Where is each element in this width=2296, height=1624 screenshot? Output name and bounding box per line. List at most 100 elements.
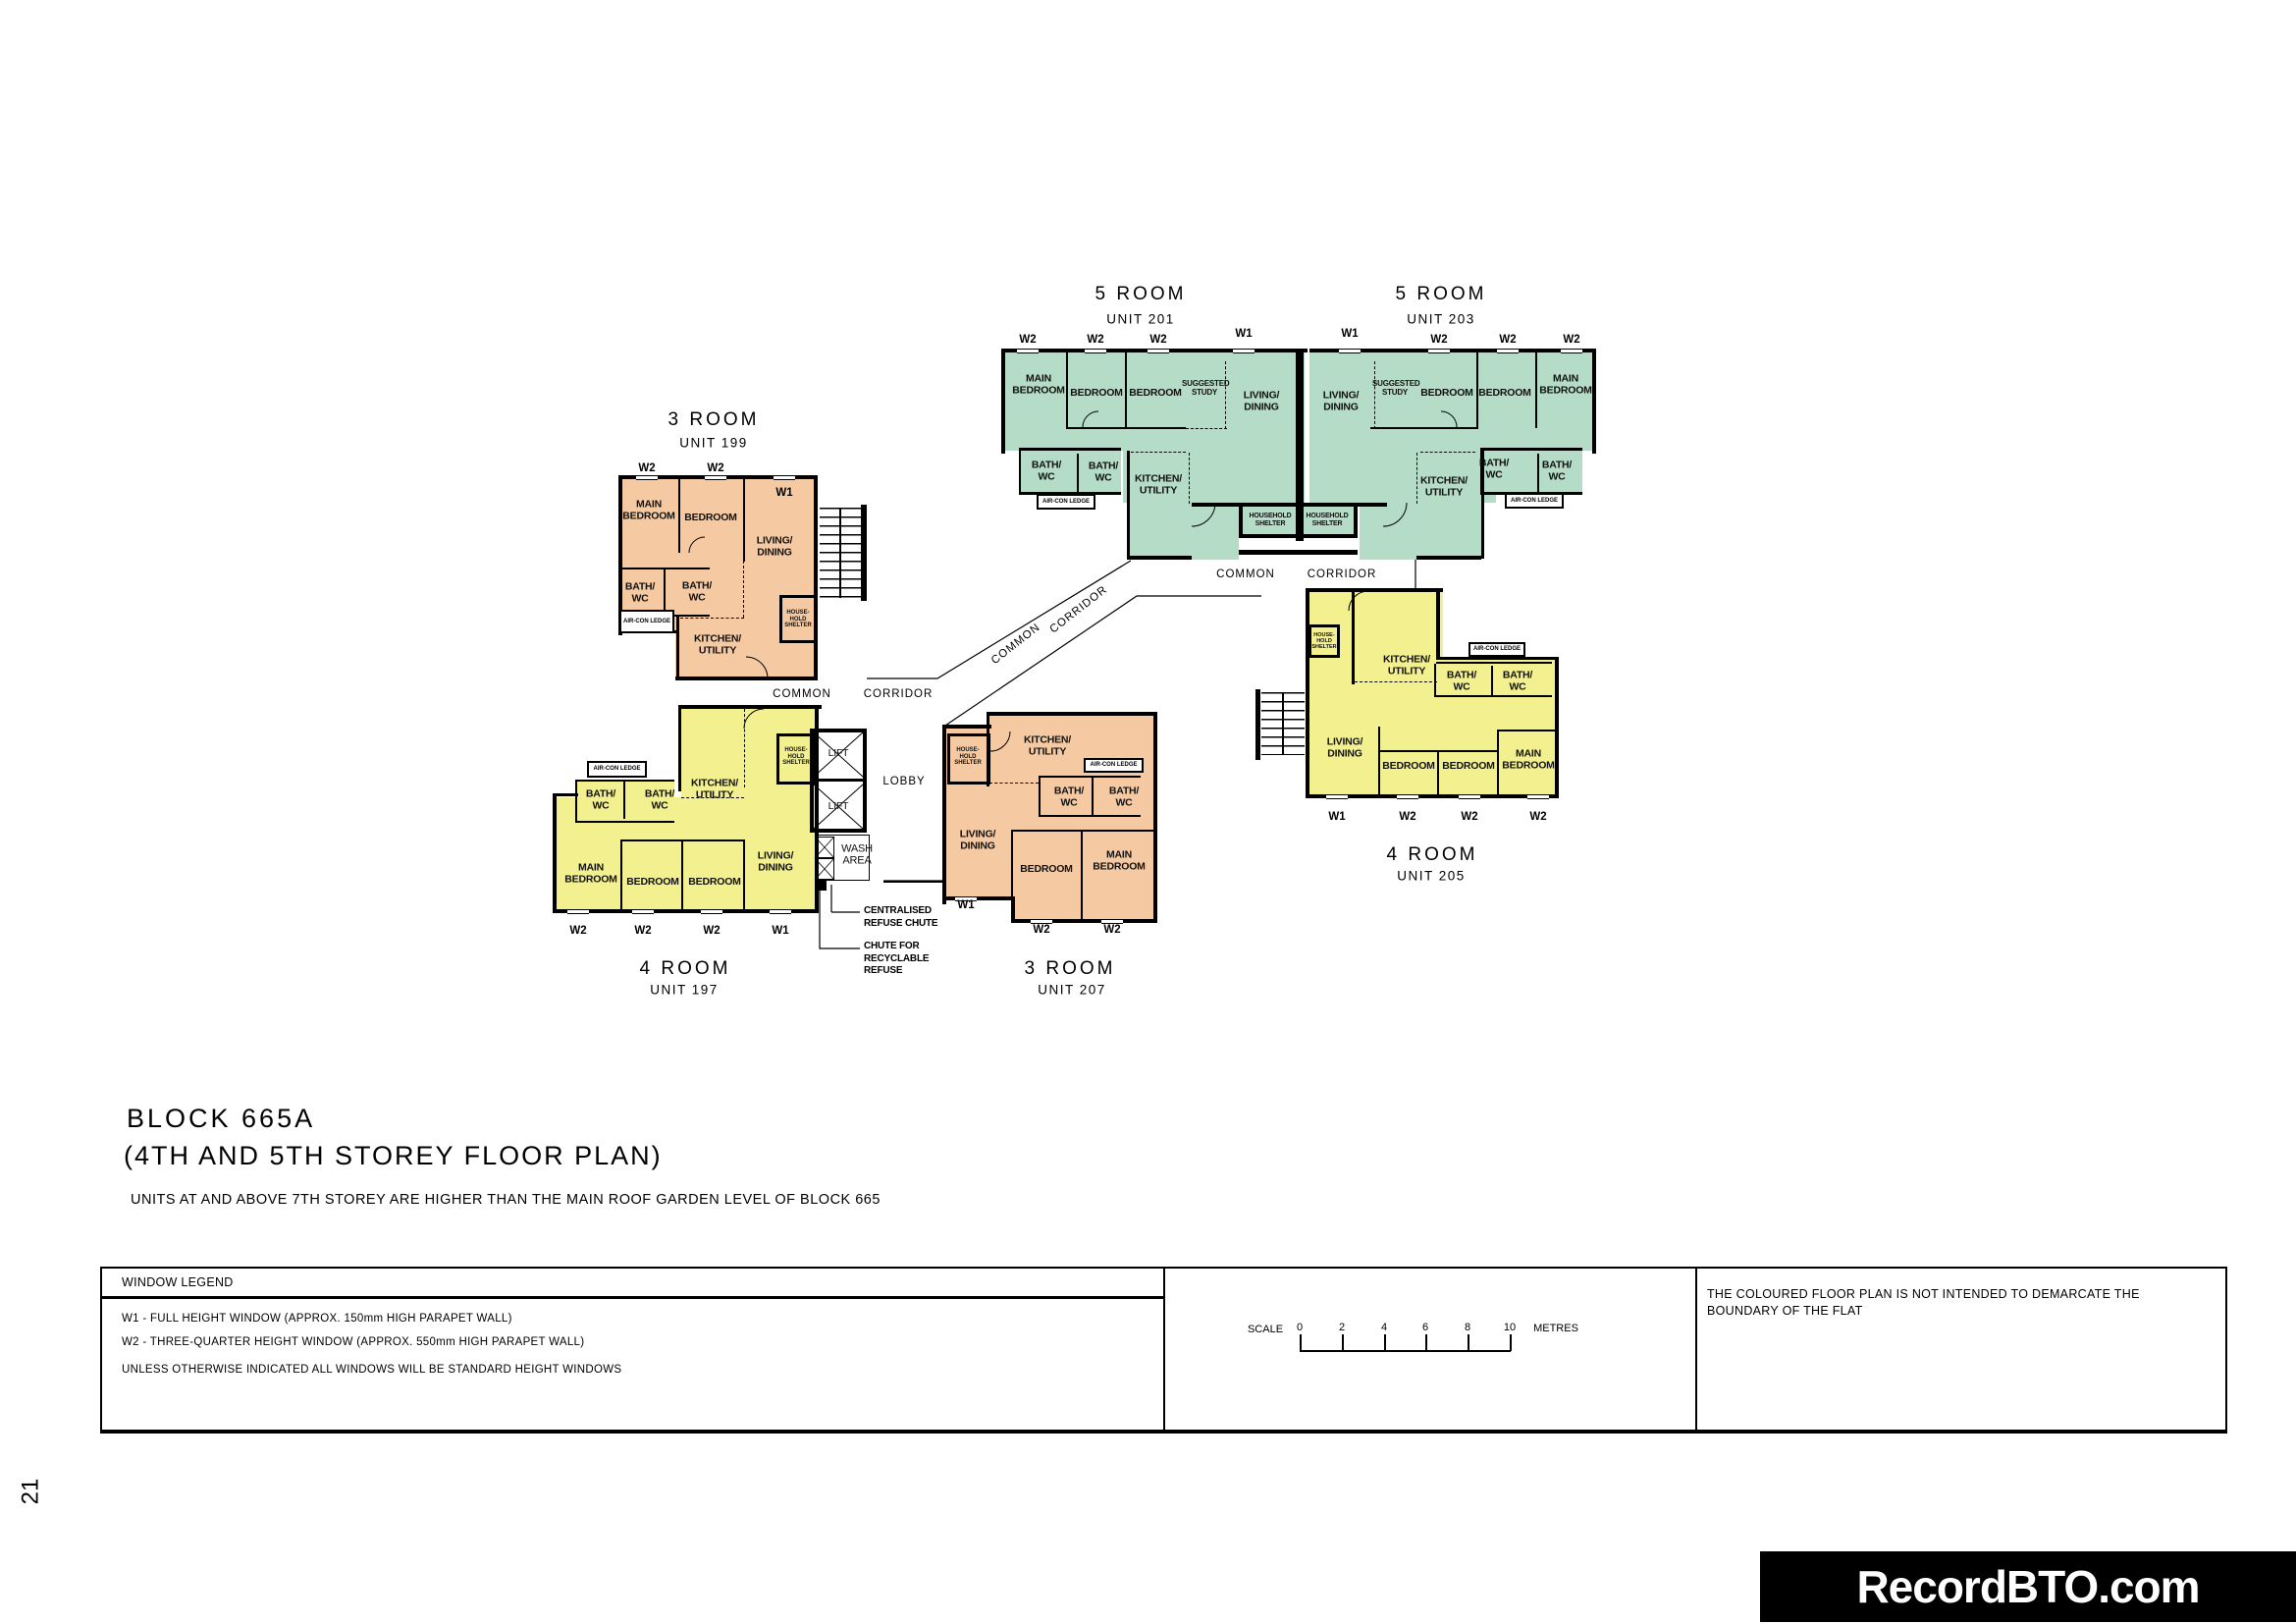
wall-segment bbox=[1125, 352, 1127, 428]
wall-segment bbox=[861, 505, 867, 601]
room-label: BEDROOM bbox=[626, 876, 679, 889]
room-label: KITCHEN/ UTILITY bbox=[1135, 472, 1182, 496]
wall-segment bbox=[1434, 664, 1436, 697]
wall-segment bbox=[1039, 815, 1141, 817]
wall-segment bbox=[1352, 591, 1355, 684]
window-tag: W2 bbox=[1563, 334, 1580, 346]
window-tag: W2 bbox=[703, 925, 721, 937]
room-label: BEDROOM bbox=[1420, 387, 1473, 400]
scale-tick-label: 10 bbox=[1503, 1322, 1517, 1333]
corridor-label: CORRIDOR bbox=[863, 688, 934, 700]
window-tag: W2 bbox=[1529, 811, 1547, 823]
room-label: BEDROOM bbox=[1129, 387, 1182, 400]
window-tag: W2 bbox=[1399, 811, 1416, 823]
unit-subtitle: UNIT 201 bbox=[1106, 311, 1175, 327]
wall-segment bbox=[675, 677, 818, 680]
unit-subtitle: UNIT 197 bbox=[650, 982, 719, 998]
window-tag: W2 bbox=[1149, 334, 1167, 346]
room-label: BEDROOM bbox=[684, 512, 737, 524]
room-label: SUGGESTED STUDY bbox=[1182, 379, 1230, 397]
wall-segment bbox=[1535, 352, 1537, 428]
room-label: BEDROOM bbox=[688, 876, 741, 889]
wall-segment bbox=[553, 793, 578, 796]
wall-segment bbox=[1127, 556, 1192, 560]
window-tag: W2 bbox=[1103, 924, 1121, 936]
wall-segment bbox=[1066, 352, 1068, 428]
wall-segment bbox=[1436, 657, 1559, 660]
wall-segment bbox=[1306, 588, 1309, 798]
lift-label: LIFT bbox=[828, 747, 849, 760]
legend-note: UNLESS OTHERWISE INDICATED ALL WINDOWS W… bbox=[122, 1364, 622, 1376]
window-marker bbox=[636, 475, 658, 480]
annotation-centralised-chute: CENTRALISED REFUSE CHUTE bbox=[864, 905, 938, 929]
dashed-wall bbox=[1355, 681, 1437, 682]
room-label: KITCHEN/ UTILITY bbox=[691, 777, 738, 800]
wash-area-label: WASH AREA bbox=[841, 842, 873, 867]
wall-segment bbox=[623, 782, 625, 819]
window-marker bbox=[1031, 919, 1052, 924]
window-tag: W2 bbox=[1430, 334, 1448, 346]
wall-segment bbox=[942, 729, 946, 904]
wall-segment bbox=[618, 475, 622, 635]
unit-subtitle: UNIT 199 bbox=[679, 435, 748, 451]
wall-segment bbox=[1092, 778, 1094, 815]
room-label: KITCHEN/ UTILITY bbox=[1383, 653, 1430, 677]
aircon-ledge: AIR-CON LEDGE bbox=[619, 610, 674, 633]
room-label: HOUSEHOLD SHELTER bbox=[1306, 513, 1349, 527]
disclaimer-line: BOUNDARY OF THE FLAT bbox=[1707, 1304, 1863, 1318]
wall-segment bbox=[1001, 349, 1005, 454]
room-label: MAIN BEDROOM bbox=[622, 498, 675, 521]
wall-segment bbox=[814, 475, 818, 680]
scale-tick-label: 4 bbox=[1380, 1322, 1388, 1333]
window-marker bbox=[1085, 349, 1106, 353]
room-label: MAIN BEDROOM bbox=[1012, 372, 1065, 396]
wall-segment bbox=[1077, 454, 1079, 493]
room-label: BATH/ WC bbox=[1541, 459, 1573, 482]
wall-segment bbox=[575, 821, 674, 823]
aircon-ledge-label: AIR-CON LEDGE bbox=[593, 766, 641, 773]
room-label: MAIN BEDROOM bbox=[1539, 372, 1592, 396]
wall-segment bbox=[743, 839, 745, 909]
window-marker bbox=[1339, 349, 1361, 353]
room-label: BATH/ WC bbox=[1478, 457, 1510, 480]
scale-tick bbox=[1300, 1334, 1302, 1351]
aircon-ledge-label: AIR-CON LEDGE bbox=[1473, 646, 1521, 653]
unit-title: 5 ROOM bbox=[1095, 284, 1187, 304]
wall-segment bbox=[1011, 830, 1013, 898]
stair-rail bbox=[1282, 692, 1284, 755]
unit-207-fill bbox=[1011, 900, 1157, 923]
wall-segment bbox=[1436, 695, 1552, 697]
window-marker bbox=[567, 909, 589, 914]
unit-title: 3 ROOM bbox=[667, 409, 760, 430]
wall-segment bbox=[678, 705, 822, 709]
room-label: HOUSE- HOLD SHELTER bbox=[782, 746, 810, 767]
wall-segment bbox=[987, 712, 1157, 716]
aircon-ledge: AIR-CON LEDGE bbox=[1505, 493, 1564, 509]
dashed-wall bbox=[989, 783, 1039, 784]
wall-segment bbox=[681, 839, 683, 909]
room-label: LIVING/ DINING bbox=[959, 828, 996, 851]
room-label: HOUSEHOLD SHELTER bbox=[1249, 513, 1292, 527]
room-label: KITCHEN/ UTILITY bbox=[694, 632, 741, 656]
scale-bar bbox=[1300, 1350, 1511, 1352]
room-label: BEDROOM bbox=[1382, 760, 1435, 773]
lobby-label: LOBBY bbox=[882, 776, 926, 787]
wall-segment bbox=[810, 779, 867, 782]
room-label: BATH/ WC bbox=[1031, 459, 1062, 482]
wall-segment bbox=[1306, 588, 1443, 592]
dashed-wall bbox=[1186, 428, 1227, 429]
unit-title: 4 ROOM bbox=[639, 958, 731, 979]
room-label: BATH/ WC bbox=[1108, 785, 1140, 808]
room-label: HOUSE- HOLD SHELTER bbox=[1311, 631, 1337, 651]
wall-segment bbox=[1480, 448, 1582, 451]
window-tag: W2 bbox=[1499, 334, 1517, 346]
unit-203-fill bbox=[1418, 503, 1481, 560]
disclaimer-line: THE COLOURED FLOOR PLAN IS NOT INTENDED … bbox=[1707, 1287, 2140, 1301]
room-label: BEDROOM bbox=[1070, 387, 1123, 400]
window-tag: W2 bbox=[1019, 334, 1037, 346]
wall-segment bbox=[1019, 448, 1121, 451]
wall-segment bbox=[1437, 752, 1439, 794]
watermark-text: RecordBTO.com bbox=[1856, 1561, 2200, 1612]
room-label: BATH/ WC bbox=[1088, 460, 1119, 483]
